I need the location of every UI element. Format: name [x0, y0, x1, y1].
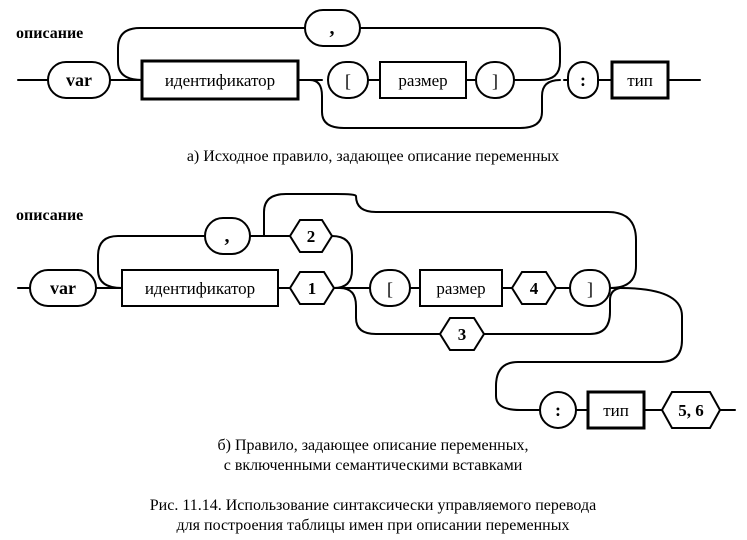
diagram-b-caption-line1: б) Правило, задающее описание переменных… [218, 437, 529, 454]
diagram-b-type-label: тип [603, 401, 629, 420]
diagram-b-insert-4-label: 4 [530, 279, 539, 298]
diagram-b-title: описание [16, 207, 83, 224]
diagram-a-rbracket-terminal [475, 61, 515, 99]
diagram-b-outer-loop [263, 193, 637, 289]
diagram-b-descend-line [495, 287, 683, 411]
diagram-b-insert-3-label: 3 [458, 325, 467, 344]
diagram-a-lbracket-label: [ [345, 71, 351, 91]
diagram-b-size-label: размер [436, 279, 485, 298]
diagram-b-lbracket-label: [ [387, 279, 393, 299]
diagram-b-identifier-box [121, 269, 279, 307]
diagram-b-colon-label: : [555, 400, 561, 420]
diagram-a-lbracket-terminal [327, 61, 369, 99]
diagram-b-bypass-loop [339, 287, 621, 335]
diagram-b-identifier-label: идентификатор [145, 279, 255, 298]
diagram-b-colon-terminal [539, 391, 577, 429]
diagram-b-insert-1-label: 1 [308, 279, 317, 298]
diagram-a-type-box [610, 60, 670, 100]
diagram-b-insert-56-hex [660, 391, 722, 429]
diagram-a-colon-label: : [580, 70, 586, 90]
diagram-b-rbracket-terminal [569, 269, 611, 307]
diagram-a-var-terminal [47, 61, 111, 99]
diagram-a-colon-terminal [567, 61, 599, 99]
diagram-b-var-label: var [50, 278, 76, 298]
diagram-a-caption: а) Исходное правило, задающее описание п… [187, 148, 559, 165]
diagram-b-insert-56-label: 5, 6 [678, 401, 704, 420]
diagram-b-comma-terminal [204, 217, 251, 255]
figure-caption: Рис. 11.14. Использование синтаксически … [150, 497, 596, 534]
diagram-b-comma-label: , [225, 225, 230, 247]
diagram-a-identifier-label: идентификатор [165, 71, 275, 90]
diagram-a-var-label: var [66, 70, 92, 90]
diagram-b-var-terminal [29, 269, 97, 307]
diagram-a-comma-terminal [304, 9, 361, 47]
diagram-b: описание var идентификатор 1 , 2 [ разме… [16, 193, 736, 474]
diagram-b-caption-line2: с включенными семантическими вставками [224, 457, 523, 474]
diagram-b-insert-2-label: 2 [307, 227, 316, 246]
diagram-a-comma-label: , [330, 17, 335, 39]
diagram-b-insert-2-hex [288, 219, 334, 253]
figure-caption-line1: Рис. 11.14. Использование синтаксически … [150, 497, 596, 514]
diagram-a-title: описание [16, 25, 83, 42]
diagram-a-identifier-box [140, 59, 300, 101]
diagram-a: описание var идентификатор [ размер ] , … [16, 9, 701, 165]
figure-caption-line2: для построения таблицы имен при описании… [177, 517, 570, 534]
diagram-b-insert-3-hex [438, 317, 486, 351]
diagram-a-type-label: тип [627, 71, 653, 90]
diagram-a-bypass-loop [309, 79, 561, 129]
diagram-b-lbracket-terminal [369, 269, 411, 307]
diagram-b-insert-1-hex [288, 271, 336, 305]
diagram-b-comma-loop [97, 235, 353, 289]
diagram-a-size-label: размер [398, 71, 447, 90]
diagram-b-rbracket-label: ] [587, 279, 593, 299]
diagram-b-type-box [586, 390, 646, 430]
diagram-b-size-box [419, 269, 503, 307]
diagram-b-insert-4-hex [510, 271, 558, 305]
diagram-a-size-box [379, 61, 467, 99]
diagram-a-rbracket-label: ] [492, 71, 498, 91]
